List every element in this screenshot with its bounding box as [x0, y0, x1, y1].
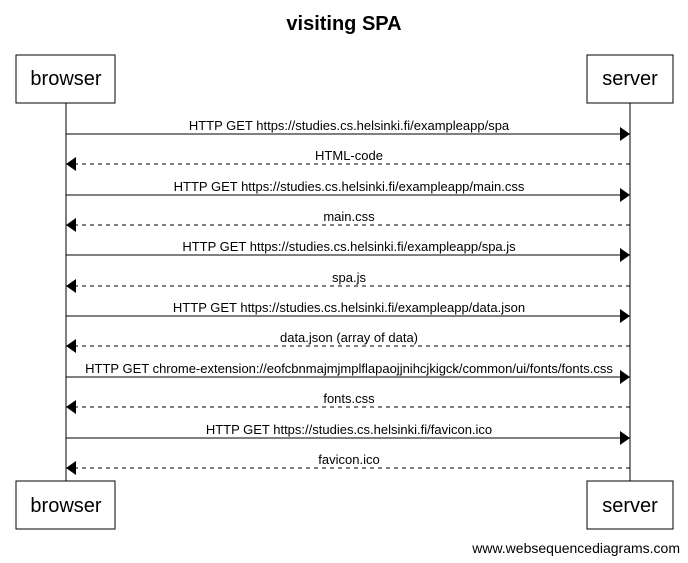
message-label: HTML-code — [315, 148, 383, 163]
message: HTTP GET https://studies.cs.helsinki.fi/… — [66, 300, 630, 323]
message-label: HTTP GET https://studies.cs.helsinki.fi/… — [206, 422, 492, 437]
participant-server-label: server — [602, 68, 658, 90]
message-label: HTTP GET https://studies.cs.helsinki.fi/… — [174, 179, 525, 194]
message: HTTP GET chrome-extension://eofcbnmajmjm… — [66, 361, 630, 384]
message-label: main.css — [323, 209, 375, 224]
message: HTTP GET https://studies.cs.helsinki.fi/… — [66, 239, 630, 262]
participant-browser-bottom: browser — [15, 480, 116, 530]
watermark: www.websequencediagrams.com — [471, 540, 680, 556]
message-list: HTTP GET https://studies.cs.helsinki.fi/… — [66, 118, 630, 475]
participant-server-bottom: server — [586, 480, 674, 530]
message: data.json (array of data) — [66, 330, 630, 353]
message-label: HTTP GET https://studies.cs.helsinki.fi/… — [173, 300, 525, 315]
diagram-title: visiting SPA — [286, 13, 401, 35]
message-label: spa.js — [332, 270, 366, 285]
message-label: favicon.ico — [318, 452, 379, 467]
message-label: data.json (array of data) — [280, 330, 418, 345]
participant-browser-top: browser — [15, 54, 116, 104]
message: main.css — [66, 209, 630, 232]
participant-browser-label: browser — [30, 68, 101, 90]
message: HTTP GET https://studies.cs.helsinki.fi/… — [66, 422, 630, 445]
participant-browser-label: browser — [30, 495, 101, 517]
message: HTTP GET https://studies.cs.helsinki.fi/… — [66, 118, 630, 141]
message: fonts.css — [66, 391, 630, 414]
message-label: HTTP GET https://studies.cs.helsinki.fi/… — [189, 118, 510, 133]
participant-server-label: server — [602, 495, 658, 517]
message-label: fonts.css — [323, 391, 375, 406]
message: spa.js — [66, 270, 630, 293]
message: HTTP GET https://studies.cs.helsinki.fi/… — [66, 179, 630, 202]
message: favicon.ico — [66, 452, 630, 475]
message-label: HTTP GET https://studies.cs.helsinki.fi/… — [182, 239, 516, 254]
participant-server-top: server — [586, 54, 674, 104]
message-label: HTTP GET chrome-extension://eofcbnmajmjm… — [85, 361, 613, 376]
message: HTML-code — [66, 148, 630, 171]
